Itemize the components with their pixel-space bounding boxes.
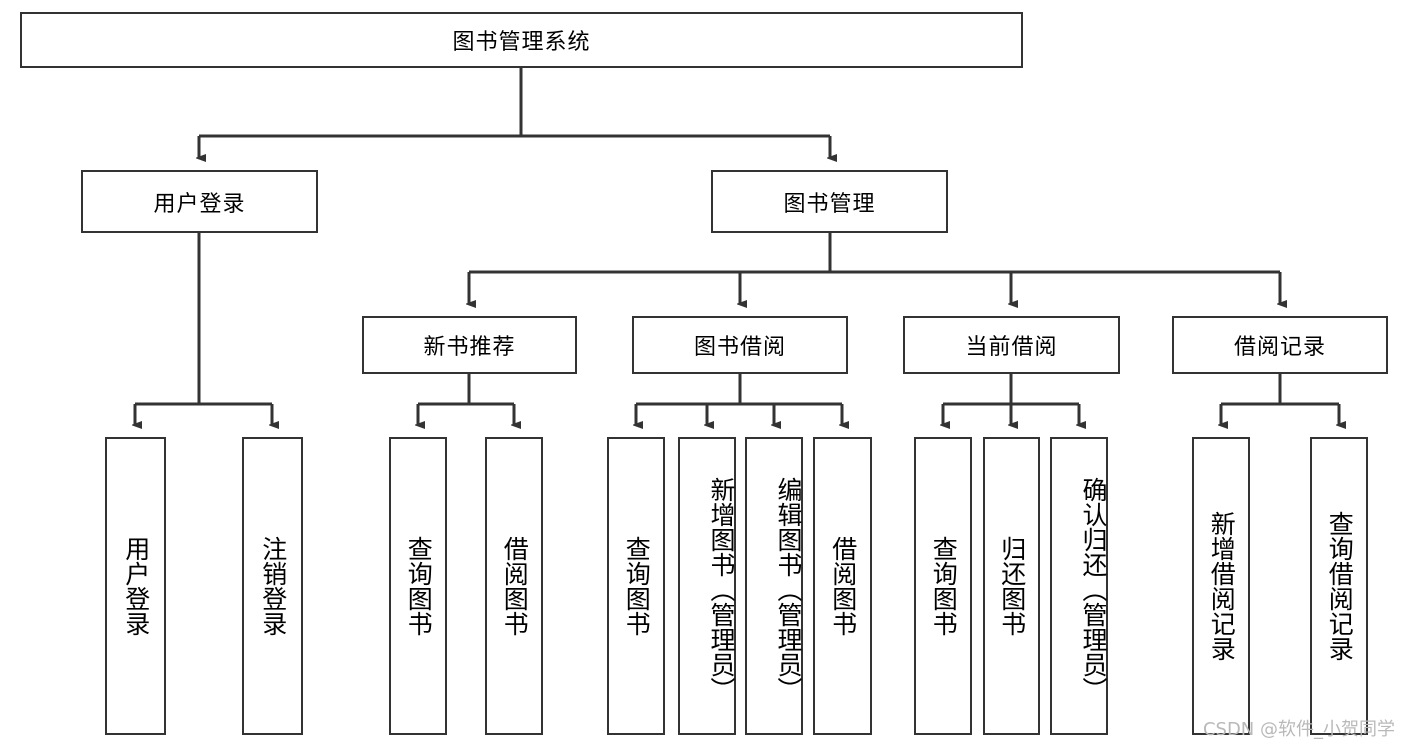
leaf-user-login[interactable]: 用户登录 (105, 437, 166, 735)
node-borrow-record-label: 借阅记录 (1233, 334, 1326, 359)
leaf-add-book-admin-label: 新增图书（管理员） (707, 476, 735, 702)
leaf-borrow-book-label: 借阅图书 (828, 536, 857, 636)
leaf-logout-label: 注销登录 (258, 536, 287, 636)
node-current-borrow-label: 当前借阅 (965, 334, 1058, 359)
leaf-confirm-return-admin[interactable]: 确认归还（管理员） (1050, 437, 1108, 735)
watermark: CSDN @软件_小贺同学 (1202, 719, 1395, 740)
leaf-query-borrow-record-label: 查询借阅记录 (1325, 511, 1354, 661)
node-book-management[interactable]: 图书管理 (711, 170, 948, 233)
node-user-login[interactable]: 用户登录 (81, 170, 318, 233)
leaf-add-book-admin[interactable]: 新增图书（管理员） (678, 437, 736, 735)
leaf-query-book-borrow-label: 查询图书 (622, 536, 651, 636)
node-borrow-record[interactable]: 借阅记录 (1172, 316, 1388, 374)
leaf-return-book-label: 归还图书 (997, 536, 1026, 636)
leaf-query-book-current-label: 查询图书 (929, 536, 958, 636)
leaf-return-book[interactable]: 归还图书 (983, 437, 1040, 735)
node-user-login-label: 用户登录 (153, 190, 246, 216)
leaf-confirm-return-admin-label: 确认归还（管理员） (1079, 476, 1107, 702)
node-book-borrow[interactable]: 图书借阅 (632, 316, 848, 374)
leaf-logout[interactable]: 注销登录 (242, 437, 303, 735)
node-new-book-recommend[interactable]: 新书推荐 (362, 316, 577, 374)
node-root-label: 图书管理系统 (452, 29, 591, 54)
node-current-borrow[interactable]: 当前借阅 (903, 316, 1120, 374)
leaf-query-book-recommend[interactable]: 查询图书 (389, 437, 447, 735)
leaf-add-borrow-record-label: 新增借阅记录 (1207, 511, 1236, 661)
node-new-book-recommend-label: 新书推荐 (423, 334, 516, 359)
leaf-edit-book-admin[interactable]: 编辑图书（管理员） (745, 437, 803, 735)
leaf-borrow-book-recommend-label: 借阅图书 (500, 536, 529, 636)
leaf-borrow-book[interactable]: 借阅图书 (813, 437, 872, 735)
leaf-add-borrow-record[interactable]: 新增借阅记录 (1192, 437, 1250, 735)
node-book-management-label: 图书管理 (783, 190, 876, 216)
leaf-borrow-book-recommend[interactable]: 借阅图书 (485, 437, 543, 735)
node-root[interactable]: 图书管理系统 (20, 12, 1023, 68)
leaf-query-book-borrow[interactable]: 查询图书 (607, 437, 665, 735)
leaf-query-book-current[interactable]: 查询图书 (914, 437, 972, 735)
leaf-query-book-recommend-label: 查询图书 (404, 536, 433, 636)
node-book-borrow-label: 图书借阅 (693, 334, 786, 359)
leaf-user-login-label: 用户登录 (121, 536, 150, 636)
leaf-edit-book-admin-label: 编辑图书（管理员） (774, 476, 802, 702)
leaf-query-borrow-record[interactable]: 查询借阅记录 (1310, 437, 1368, 735)
